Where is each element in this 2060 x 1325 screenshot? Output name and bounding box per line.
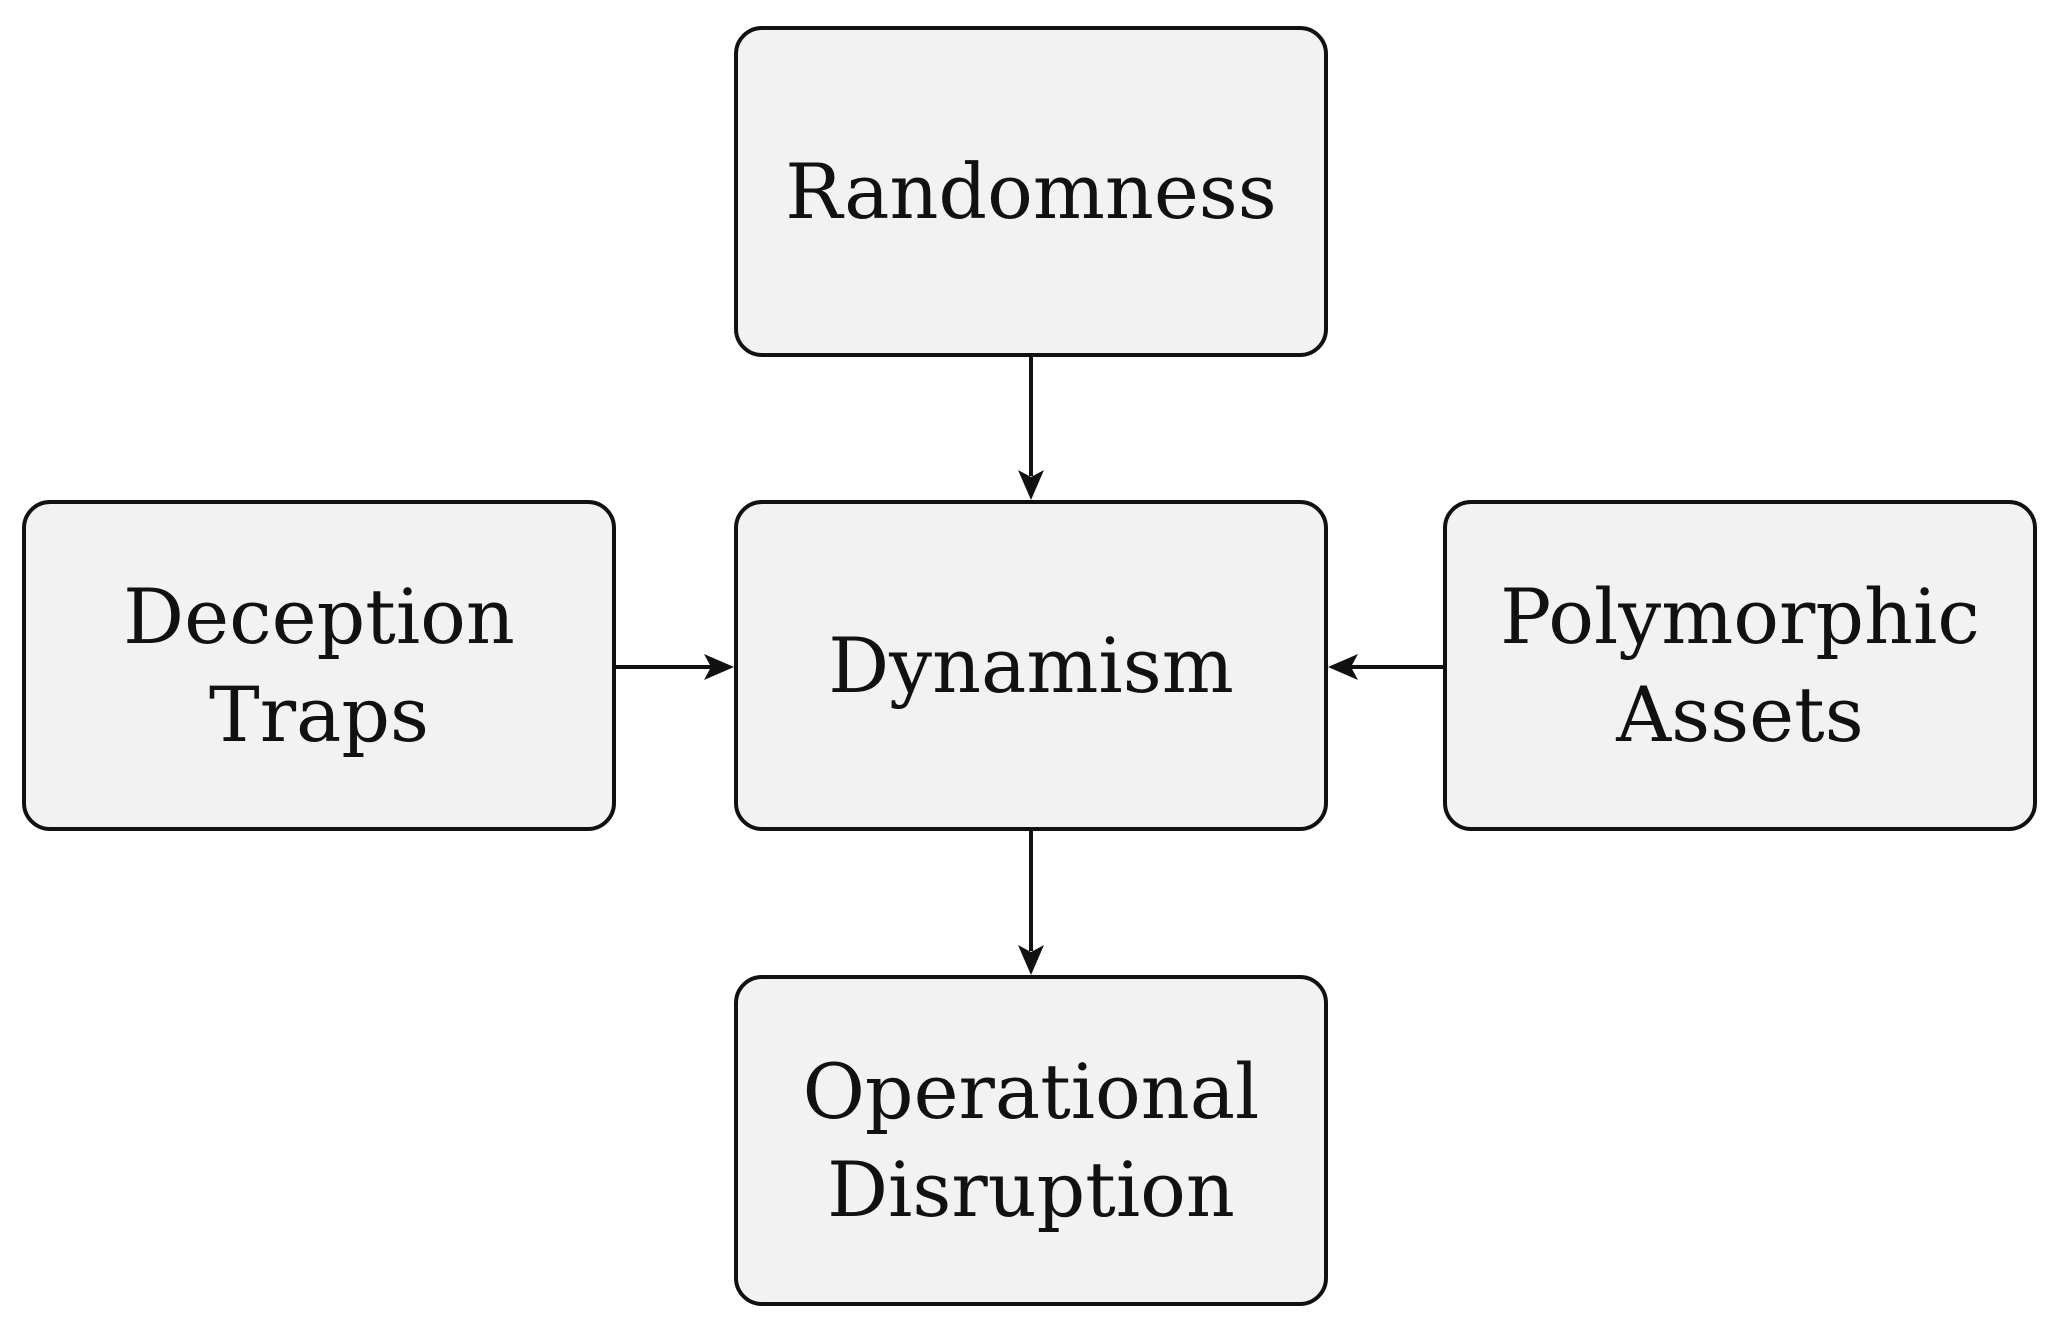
edge-dynamism-to-operational-disruption [1018,831,1044,975]
arrowhead-icon [1018,470,1044,500]
node-text-polymorphic-assets: Polymorphic Assets [1500,568,1980,763]
arrowhead-icon [704,654,734,680]
node-label-dynamism: Dynamism [828,620,1234,710]
node-text-randomness: Randomness [785,143,1277,240]
node-label-polymorphic: Polymorphic [1500,572,1980,662]
edge-polymorphic-assets-to-dynamism [1328,654,1443,680]
node-polymorphic-assets: Polymorphic Assets [1443,500,2037,831]
node-text-deception-traps: Deception Traps [123,568,515,763]
edge-randomness-to-dynamism [1018,357,1044,500]
node-dynamism: Dynamism [734,500,1328,831]
node-randomness: Randomness [734,26,1328,357]
node-deception-traps: Deception Traps [22,500,616,831]
node-label-operational: Operational [802,1047,1260,1137]
node-label-assets: Assets [1616,669,1864,759]
node-label-deception: Deception [123,572,515,662]
arrowhead-icon [1018,945,1044,975]
node-label-randomness: Randomness [785,146,1277,236]
arrowhead-icon [1328,654,1358,680]
node-label-traps: Traps [209,669,429,759]
node-text-dynamism: Dynamism [828,617,1234,714]
node-label-disruption: Disruption [827,1144,1235,1234]
node-operational-disruption: Operational Disruption [734,975,1328,1306]
node-text-operational-disruption: Operational Disruption [803,1043,1260,1238]
edge-deception-traps-to-dynamism [616,654,734,680]
